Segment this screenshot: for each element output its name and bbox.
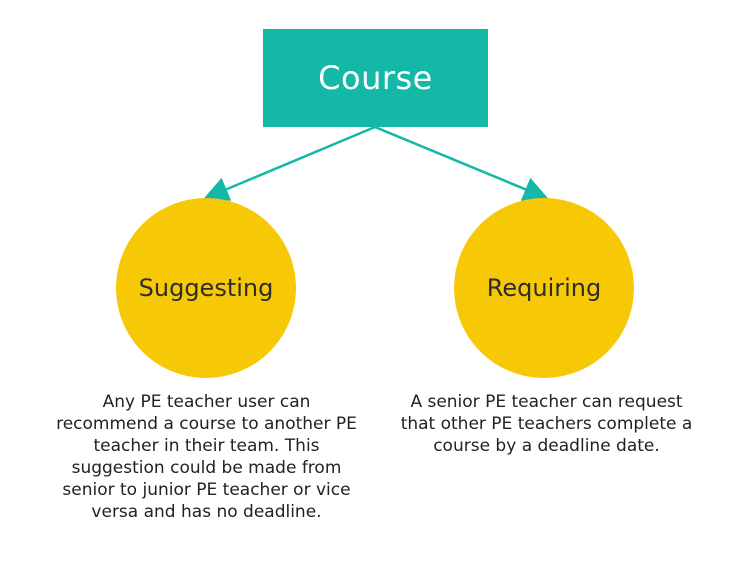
requiring-description: A senior PE teacher can request that oth… bbox=[400, 392, 693, 456]
suggesting-node: Suggesting bbox=[116, 198, 296, 378]
arrow-to-suggesting bbox=[203, 125, 376, 201]
arrow-to-requiring bbox=[374, 125, 549, 201]
requiring-label: Requiring bbox=[486, 274, 602, 302]
suggesting-description: Any PE teacher user can recommend a cour… bbox=[56, 392, 357, 522]
course-label: Course bbox=[318, 59, 433, 97]
suggesting-label: Suggesting bbox=[138, 274, 274, 302]
requiring-node: Requiring bbox=[454, 198, 634, 378]
course-node: Course bbox=[263, 29, 488, 127]
